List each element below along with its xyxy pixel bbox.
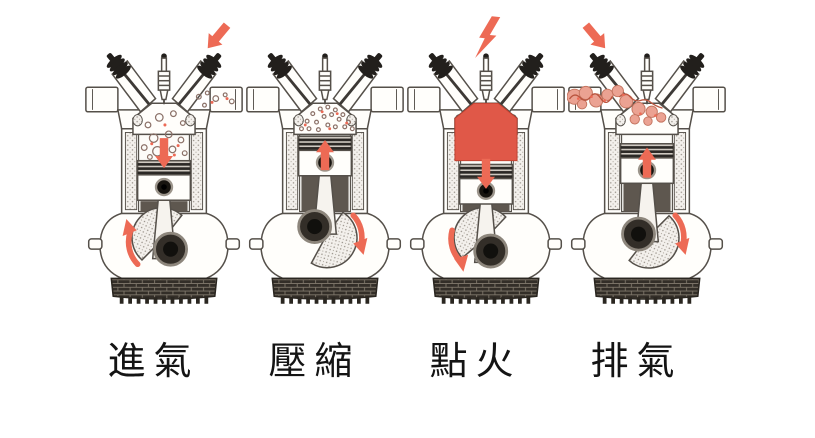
engine-diagram-compression bbox=[244, 46, 405, 306]
stage-exhaust: 排氣 bbox=[566, 12, 727, 383]
crank-journal bbox=[152, 231, 188, 267]
intake-flow-arrow-icon bbox=[200, 19, 234, 54]
exhaust-smoke bbox=[566, 84, 666, 126]
stage-ignition: 點火 bbox=[405, 12, 566, 383]
compressed-mixture-bubbles bbox=[298, 104, 355, 133]
stage-label-compression: 壓縮 bbox=[268, 340, 361, 383]
engine-diagram-ignition bbox=[405, 14, 566, 306]
crank-journal bbox=[472, 233, 508, 269]
spark-lightning-icon bbox=[474, 14, 500, 61]
combustion-gas-fill bbox=[453, 102, 518, 162]
stage-label-intake: 進氣 bbox=[107, 340, 200, 383]
stage-label-exhaust: 排氣 bbox=[590, 340, 683, 383]
exhaust-valve-arrow-icon bbox=[578, 19, 612, 54]
four-stroke-cycle-figure: 進氣 bbox=[83, 12, 727, 383]
stage-label-ignition: 點火 bbox=[429, 340, 522, 383]
crank-rotation-arrow-icon bbox=[671, 212, 689, 255]
crank-journal bbox=[296, 209, 332, 244]
engine-diagram-intake bbox=[83, 19, 244, 306]
stage-intake: 進氣 bbox=[83, 12, 244, 383]
stage-compression: 壓縮 bbox=[244, 12, 405, 383]
engine-diagram-exhaust bbox=[566, 19, 727, 306]
crank-journal bbox=[620, 216, 656, 252]
crank-rotation-arrow-icon bbox=[349, 212, 367, 255]
